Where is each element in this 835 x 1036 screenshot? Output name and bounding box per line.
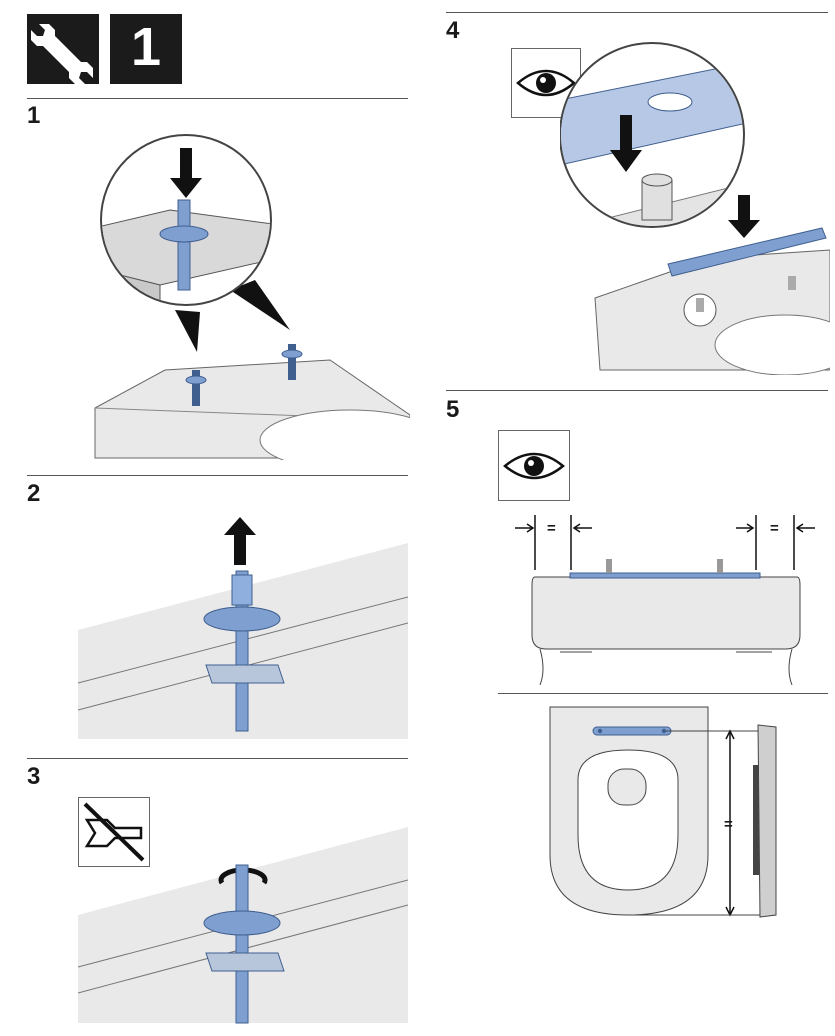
down-arrow-icon [170, 148, 202, 198]
eye-icon [503, 452, 565, 480]
step-5-top-view [549, 706, 777, 918]
step-3-number: 3 [27, 763, 41, 790]
step-1-number: 1 [27, 102, 41, 129]
step-4-number: 4 [446, 17, 460, 44]
step-5-sub-divider [498, 693, 828, 694]
up-arrow-icon [224, 517, 256, 565]
equal-mark-left: = [547, 520, 556, 537]
step-4-divider [446, 12, 828, 13]
step-5-front-view [515, 515, 815, 685]
eye-icon [516, 69, 576, 97]
step-3-divider [27, 758, 408, 759]
tool-badge [27, 14, 99, 84]
step-5-eye-hint [498, 430, 570, 501]
step-5-number: 5 [446, 396, 460, 423]
step-1-divider [27, 98, 408, 99]
wrench-icon [31, 24, 93, 84]
tool-count-badge: 1 [110, 14, 182, 84]
bolt-right [281, 344, 303, 380]
down-arrow-icon [610, 115, 642, 172]
no-wrench-icon [83, 802, 145, 862]
bolt-left [185, 370, 207, 406]
step-3-illustration [78, 827, 408, 1024]
no-wrench-hint [78, 797, 150, 867]
equal-mark-vertical: = [724, 816, 733, 833]
equal-mark-right: = [770, 520, 779, 537]
step-2-number: 2 [27, 480, 41, 507]
step-4-illustration [560, 42, 830, 375]
step-5-divider [446, 390, 828, 391]
step-2-divider [27, 475, 408, 476]
step-1-illustration [94, 134, 410, 460]
step-2-illustration [78, 517, 408, 739]
tool-count: 1 [130, 17, 162, 77]
down-arrow-icon [728, 195, 760, 238]
